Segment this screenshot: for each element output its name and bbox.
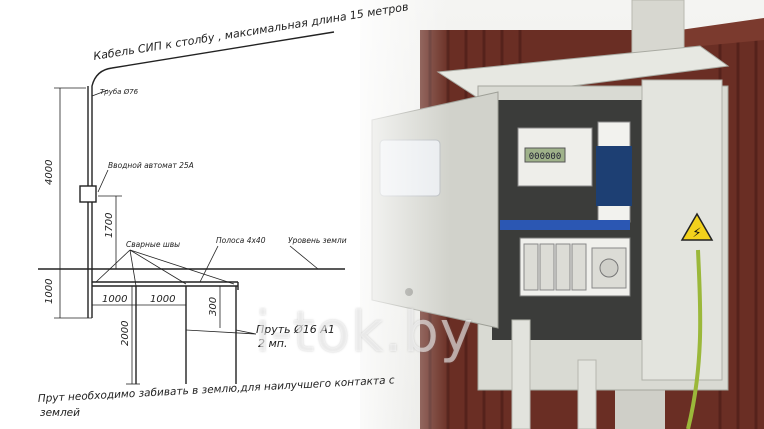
dim-300: 300	[208, 297, 219, 316]
rod-count-label: 2 мп.	[258, 337, 287, 350]
breaker-row	[519, 237, 631, 297]
pipe-label: Труба Ø76	[100, 88, 139, 96]
ground-wire	[686, 249, 703, 429]
breaker-label: Вводной автомат 25А	[108, 161, 194, 170]
high-voltage-warning-icon: ⚡	[680, 212, 714, 241]
svg-text:⚡: ⚡	[692, 226, 701, 241]
dim-1000-vertical: 1000	[44, 279, 55, 304]
dimension-lines	[54, 87, 221, 385]
installation-drawing	[38, 31, 345, 385]
electricity-meter: 000000	[517, 127, 593, 187]
ground-level-label: Уровень земли	[288, 236, 347, 245]
dim-1000-a: 1000	[102, 294, 127, 305]
dim-1000-b: 1000	[150, 294, 175, 305]
electrical-cabinet: 000000 ⚡	[371, 45, 730, 429]
breaker-box	[79, 185, 97, 203]
dim-4000: 4000	[44, 160, 55, 185]
dim-2000: 2000	[120, 321, 131, 346]
cable-line	[91, 31, 335, 108]
welds-label: Сварные швы	[126, 240, 180, 249]
installation-photo: 000000 ⚡	[340, 0, 764, 429]
dim-1700: 1700	[104, 213, 115, 238]
note-line-2: землей	[40, 407, 80, 419]
rod-label: Пруть Ø16 А1	[256, 323, 335, 336]
meter-display: 000000	[529, 152, 562, 162]
leader-lines	[91, 89, 319, 335]
strip-label: Полоса 4х40	[216, 236, 266, 245]
